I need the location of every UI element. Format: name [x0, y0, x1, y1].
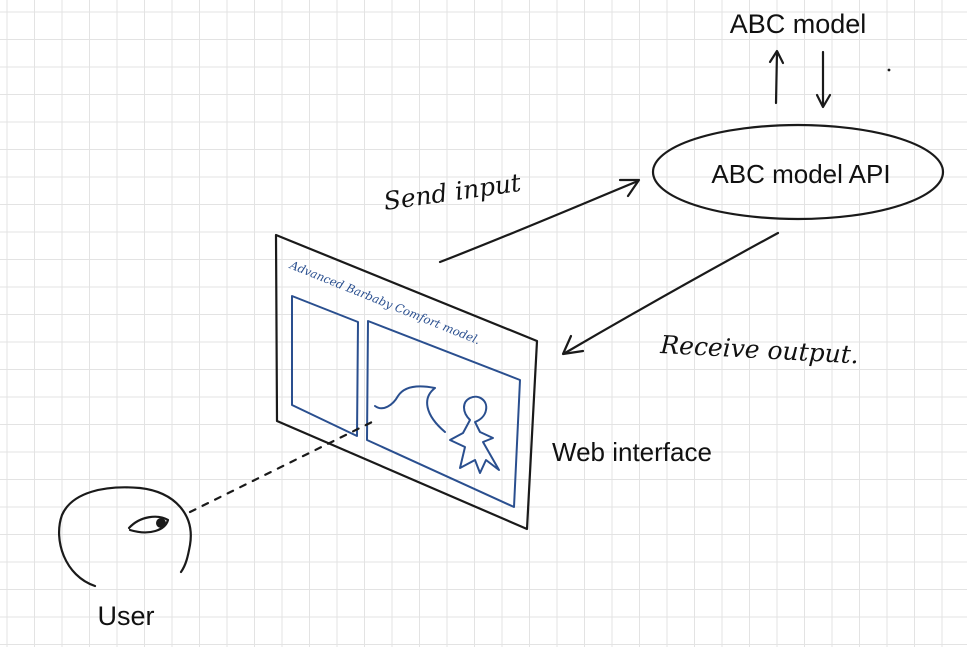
web-interface-screen: Advanced Barbaby Comfort model.: [274, 233, 539, 531]
up-arrow-to-model: [768, 49, 785, 105]
web-interface-label: Web interface: [552, 437, 712, 467]
send-input-arrow: [438, 178, 641, 264]
user-label: User: [97, 601, 154, 631]
sketch-figure: [449, 395, 500, 474]
screen-left-panel: [291, 295, 359, 437]
screen-frame: [274, 233, 539, 531]
screen-caption: Advanced Barbaby Comfort model.: [287, 257, 482, 347]
eye-pupil: [156, 518, 166, 528]
abc-model-api-label: ABC model API: [711, 159, 890, 189]
down-arrow-to-api: [815, 50, 832, 109]
eye-icon: [127, 515, 170, 534]
sketch-wave: [374, 385, 446, 433]
user-head: [57, 486, 192, 588]
ink-dot: [887, 68, 891, 72]
api-ellipse: [651, 123, 945, 221]
abc-model-label: ABC model: [730, 9, 867, 39]
abc-model-api-node: ABC model API: [651, 123, 945, 221]
user-figure: [57, 486, 192, 588]
receive-output-arrow: [561, 231, 780, 356]
line-of-sight: [188, 420, 374, 514]
screen-right-panel: [366, 320, 521, 508]
receive-output-label: Receive output.: [659, 330, 860, 369]
